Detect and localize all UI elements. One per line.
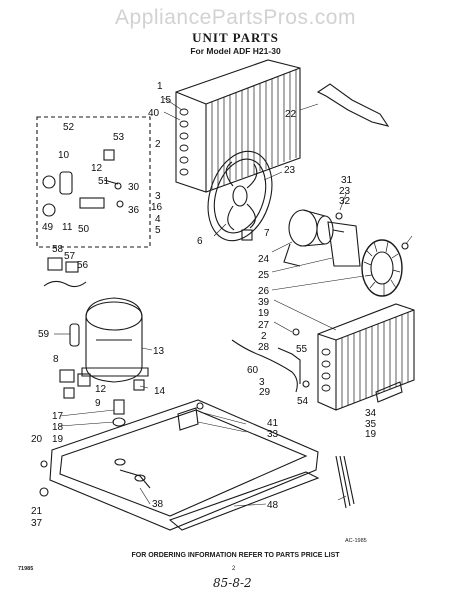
callout-label: 56 — [77, 260, 89, 271]
controls-group-box — [36, 116, 151, 248]
callout-label: 23 — [339, 186, 351, 197]
wire-connectors — [43, 257, 87, 288]
callout-label: 3 — [155, 191, 161, 202]
callout-label: 22 — [285, 109, 297, 120]
callout-label: 4 — [155, 214, 161, 225]
model-subtitle: For Model ADF H21-30 — [190, 46, 281, 56]
callout-label: 60 — [247, 365, 259, 376]
refrigerant-tubing — [231, 339, 298, 393]
callout-label: 3 — [259, 377, 265, 388]
callout-label: 57 — [64, 251, 76, 262]
fan-motor — [283, 209, 345, 267]
callout-label: 49 — [42, 222, 54, 233]
callout-label: 33 — [267, 429, 279, 440]
callout-label: 38 — [152, 499, 164, 510]
cord-rods — [335, 455, 355, 509]
callout-label: 37 — [31, 518, 43, 529]
callout-label: 2 — [155, 139, 161, 150]
callout-label: 32 — [339, 196, 351, 207]
callout-labels: 1 15 40 22 2 53 52 10 12 51 30 36 50 11 … — [31, 81, 377, 529]
callout-label: 15 — [160, 95, 172, 106]
callout-label: 24 — [258, 254, 270, 265]
callout-label: 6 — [197, 236, 203, 247]
evaporator-coil — [317, 303, 415, 411]
compressor — [81, 297, 149, 383]
callout-label: 12 — [91, 163, 103, 174]
grommet — [69, 323, 80, 347]
callout-label: 2 — [261, 331, 267, 342]
base-pan — [49, 399, 319, 531]
callout-label: 25 — [258, 270, 270, 281]
callout-label: 54 — [297, 396, 309, 407]
callout-label: 21 — [31, 506, 43, 517]
print-code: 71985 — [18, 566, 34, 572]
callout-label: 58 — [52, 244, 64, 255]
callout-label: 55 — [296, 344, 308, 355]
compressor-mount — [113, 399, 125, 415]
callout-label: 40 — [148, 108, 160, 119]
site-watermark: AppliancePartsPros.com — [115, 6, 356, 29]
fan-shroud — [207, 150, 273, 242]
callout-label: 59 — [38, 329, 50, 340]
callout-label: 19 — [365, 429, 377, 440]
callout-label: 20 — [31, 434, 43, 445]
callout-label: 14 — [154, 386, 166, 397]
callout-label: 11 — [62, 222, 73, 233]
callout-label: 52 — [63, 122, 75, 133]
bracket-part — [316, 83, 390, 127]
callout-label: 1 — [157, 81, 163, 92]
blower-wheel — [361, 239, 403, 297]
handwritten-note: 85-8-2 — [213, 576, 252, 590]
motor-mount — [327, 221, 361, 267]
mount-bracket — [177, 407, 199, 431]
callout-label: 7 — [264, 228, 270, 239]
callout-label: 8 — [53, 354, 59, 365]
callout-label: 26 — [258, 286, 270, 297]
callout-label: 27 — [258, 320, 270, 331]
callout-label: 19 — [258, 308, 270, 319]
page-number: 2 — [232, 566, 236, 572]
page-title: UNIT PARTS — [192, 30, 279, 45]
drain-channel — [168, 471, 320, 531]
diagram-code: AC-1985 — [345, 538, 367, 544]
callout-label: 48 — [267, 500, 279, 511]
callout-label: 16 — [151, 202, 163, 213]
ordering-note: FOR ORDERING INFORMATION REFER TO PARTS … — [131, 552, 340, 559]
control-parts — [42, 149, 124, 217]
callout-label: 18 — [52, 422, 64, 433]
callout-label: 31 — [341, 175, 353, 186]
baffle — [375, 381, 403, 403]
callout-label: 35 — [365, 419, 377, 430]
terminal-cover — [59, 369, 75, 383]
callout-label: 30 — [128, 182, 140, 193]
callout-label: 36 — [128, 205, 140, 216]
callout-label: 53 — [113, 132, 125, 143]
callout-label: 51 — [98, 176, 110, 187]
callout-label: 50 — [78, 224, 90, 235]
callout-label: 23 — [284, 165, 296, 176]
callout-label: 12 — [95, 384, 107, 395]
screw — [335, 212, 343, 220]
callout-label: 13 — [153, 346, 165, 357]
callout-label: 5 — [155, 225, 161, 236]
callout-label: 19 — [52, 434, 64, 445]
callout-label: 34 — [365, 408, 377, 419]
callout-label: 9 — [95, 398, 101, 409]
callout-label: 39 — [258, 297, 270, 308]
callout-label: 28 — [258, 342, 270, 353]
condenser-coil — [175, 59, 301, 193]
callout-label: 41 — [267, 418, 279, 429]
clip-part — [241, 229, 253, 241]
callout-label: 17 — [52, 411, 64, 422]
callout-label: 29 — [259, 387, 271, 398]
callout-label: 10 — [58, 150, 70, 161]
